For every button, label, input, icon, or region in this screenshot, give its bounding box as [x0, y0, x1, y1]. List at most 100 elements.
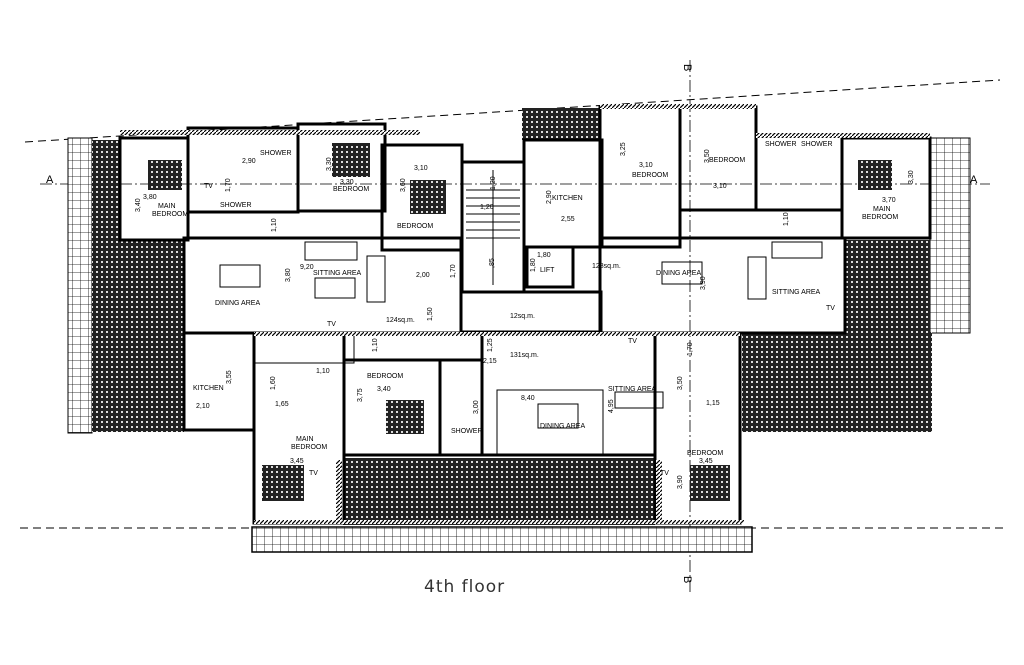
room-label: BEDROOM — [367, 373, 403, 380]
dimension: 3,80 — [285, 268, 292, 282]
tv-label: TV — [660, 470, 669, 477]
tv-label: TV — [309, 470, 318, 477]
dimension: 1,65 — [275, 401, 289, 408]
room-label: SHOWER — [451, 428, 483, 435]
dimension: 1,25 — [487, 338, 494, 352]
dining-tables — [219, 261, 703, 429]
area-label: 131sq.m. — [510, 352, 539, 359]
section-marker-a-right: A — [970, 174, 978, 186]
dimension: 3,40 — [135, 198, 142, 212]
area-label: 128sq.m. — [592, 263, 621, 270]
sofas — [304, 241, 823, 409]
dimension: 3,55 — [226, 370, 233, 384]
dimension: 8,40 — [521, 395, 535, 402]
room-label: BEDROOM — [687, 450, 723, 457]
dimension: 3,45 — [290, 458, 304, 465]
dimension: 3,70 — [882, 197, 896, 204]
dimension: 3,30 — [340, 179, 354, 186]
dimension: 4,95 — [608, 399, 615, 413]
dimension: 3,40 — [377, 386, 391, 393]
room-label: SITTING AREA — [608, 386, 657, 393]
room-label: BEDROOM — [862, 214, 898, 221]
room-label: BEDROOM — [397, 223, 433, 230]
room-label: BEDROOM — [333, 186, 369, 193]
dimension: 1,20 — [490, 176, 497, 190]
stairs — [466, 170, 520, 285]
room-label: MAIN — [873, 206, 891, 213]
terrace-right-paved-lower — [742, 332, 932, 432]
room-label: LIFT — [540, 267, 555, 274]
beds — [148, 143, 892, 501]
tv-label: TV — [327, 321, 336, 328]
dimension: 2,10 — [196, 403, 210, 410]
area-label: 124sq.m. — [386, 317, 415, 324]
tv-labels: TV TV TV TV TV TV — [204, 183, 835, 477]
dimension: 1,50 — [427, 307, 434, 321]
room-label: SHOWER — [801, 141, 833, 148]
drawing-title: 4th floor — [424, 577, 505, 597]
tv-label: TV — [204, 183, 213, 190]
room-label: BEDROOM — [709, 157, 745, 164]
tv-label: TV — [628, 338, 637, 345]
dimension: 3,30 — [908, 170, 915, 184]
dimension: 1,60 — [270, 376, 277, 390]
dimension: 2,90 — [242, 158, 256, 165]
terrace-top-paved — [522, 108, 600, 140]
room-label: BEDROOM — [152, 211, 188, 218]
room-label: MAIN — [296, 436, 314, 443]
dimension: 2,90 — [546, 190, 553, 204]
room-label: DINING AREA — [215, 300, 260, 307]
terrace-left-tiles — [67, 137, 93, 434]
terrace-bottom-tiles — [251, 526, 753, 553]
dimension: 2,00 — [416, 272, 430, 279]
dimension: 1,15 — [706, 400, 720, 407]
section-marker-b-top: B — [681, 64, 693, 71]
dimension: 2,55 — [561, 216, 575, 223]
terrace-bottom-paved — [343, 458, 655, 525]
room-label: KITCHEN — [552, 195, 583, 202]
tv-label: TV — [826, 305, 835, 312]
dimension: 3,80 — [143, 194, 157, 201]
room-label: DINING AREA — [540, 423, 585, 430]
dimension: 1,70 — [225, 178, 232, 192]
dimension: 3,90 — [677, 475, 684, 489]
area-label: 12sq.m. — [510, 313, 535, 320]
terrace-left-paved-lower — [92, 240, 184, 432]
room-label: SITTING AREA — [772, 289, 821, 296]
dimension: 3,10 — [414, 165, 428, 172]
room-label: MAIN — [158, 203, 176, 210]
dimension: 1,10 — [783, 212, 790, 226]
dimension: 1,80 — [537, 252, 551, 259]
room-label: SHOWER — [765, 141, 797, 148]
section-marker-a-left: A — [46, 174, 54, 186]
dimension: 3,30 — [326, 157, 333, 171]
dimension: 3,60 — [400, 178, 407, 192]
dimension: 3,00 — [473, 400, 480, 414]
area-labels: 124sq.m. 12sq.m. 128sq.m. 131sq.m. — [386, 263, 621, 359]
room-label: DINING AREA — [656, 270, 701, 277]
dimension: 3,90 — [700, 276, 707, 290]
dimension-labels: 3,80 3,40 2,90 1,70 1,10 3,30 3,30 3,10 … — [135, 142, 915, 489]
room-label: SHOWER — [220, 202, 252, 209]
dimension: ,85 — [489, 258, 496, 268]
section-marker-b-bottom: B — [681, 576, 693, 583]
room-labels: MAIN BEDROOM SHOWER SHOWER BEDROOM BEDRO… — [152, 141, 898, 457]
dimension: 3,50 — [677, 376, 684, 390]
dimension: 1,10 — [372, 338, 379, 352]
room-label: BEDROOM — [291, 444, 327, 451]
dimension: 1,10 — [316, 368, 330, 375]
dimension: 3,10 — [713, 183, 727, 190]
dimension: 1,10 — [271, 218, 278, 232]
dimension: 3,45 — [699, 458, 713, 465]
dimension: 3,50 — [704, 149, 711, 163]
dimension: 3,10 — [639, 162, 653, 169]
dimension: 3,75 — [357, 388, 364, 402]
dimension: 1,70 — [687, 342, 694, 356]
room-label: KITCHEN — [193, 385, 224, 392]
dimension: 3,25 — [620, 142, 627, 156]
terrace-right-tiles — [929, 137, 971, 334]
dimension: 1,20 — [480, 204, 494, 211]
dimension: 2,15 — [483, 358, 497, 365]
dimension: 1,80 — [530, 258, 537, 272]
